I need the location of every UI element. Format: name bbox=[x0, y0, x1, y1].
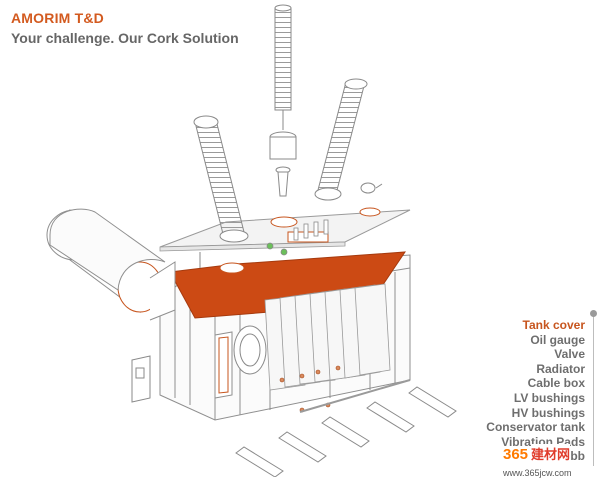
menu-item-hv-bushings[interactable]: HV bushings bbox=[511, 405, 585, 420]
menu-item-radiator[interactable]: Radiator bbox=[536, 361, 585, 376]
oil-gauge[interactable] bbox=[131, 355, 151, 403]
menu-item-cable-box[interactable]: Cable box bbox=[527, 376, 585, 391]
hv-bushing-left[interactable] bbox=[193, 115, 249, 243]
gauge-fitting bbox=[360, 182, 383, 194]
menu-scroll-thumb[interactable] bbox=[590, 310, 597, 317]
menu-item-valve[interactable]: Valve bbox=[554, 347, 585, 362]
brand-title: AMORIM T&D bbox=[11, 10, 104, 26]
pipe bbox=[299, 379, 411, 413]
watermark-number: 365 bbox=[502, 446, 530, 463]
menu-item-tank-cover[interactable]: Tank cover bbox=[522, 318, 585, 332]
menu-item-oil-gauge[interactable]: Oil gauge bbox=[530, 332, 585, 347]
menu-item-conservator-tank[interactable]: Conservator tank bbox=[486, 420, 585, 435]
cable-box[interactable] bbox=[233, 325, 267, 375]
watermark-url: www.365jcw.com bbox=[502, 468, 573, 478]
menu-item-lv-bushings[interactable]: LV bushings bbox=[513, 390, 585, 405]
hv-bushing-right[interactable] bbox=[314, 78, 368, 201]
site-watermark: 365 建材网 www.365jcw.com bbox=[502, 444, 590, 478]
menu-scroll-track[interactable] bbox=[593, 314, 594, 466]
vibration-pads[interactable] bbox=[235, 386, 457, 477]
conservator-tank[interactable] bbox=[46, 208, 176, 321]
radiator[interactable] bbox=[264, 283, 391, 391]
lv-bushings[interactable] bbox=[266, 219, 329, 256]
hv-bushing-top[interactable] bbox=[269, 4, 297, 197]
component-menu: Tank cover Oil gauge Valve Radiator Cabl… bbox=[486, 318, 585, 464]
watermark-chinese: 建材网 bbox=[531, 444, 571, 463]
tagline: Your challenge. Our Cork Solution bbox=[11, 30, 239, 46]
